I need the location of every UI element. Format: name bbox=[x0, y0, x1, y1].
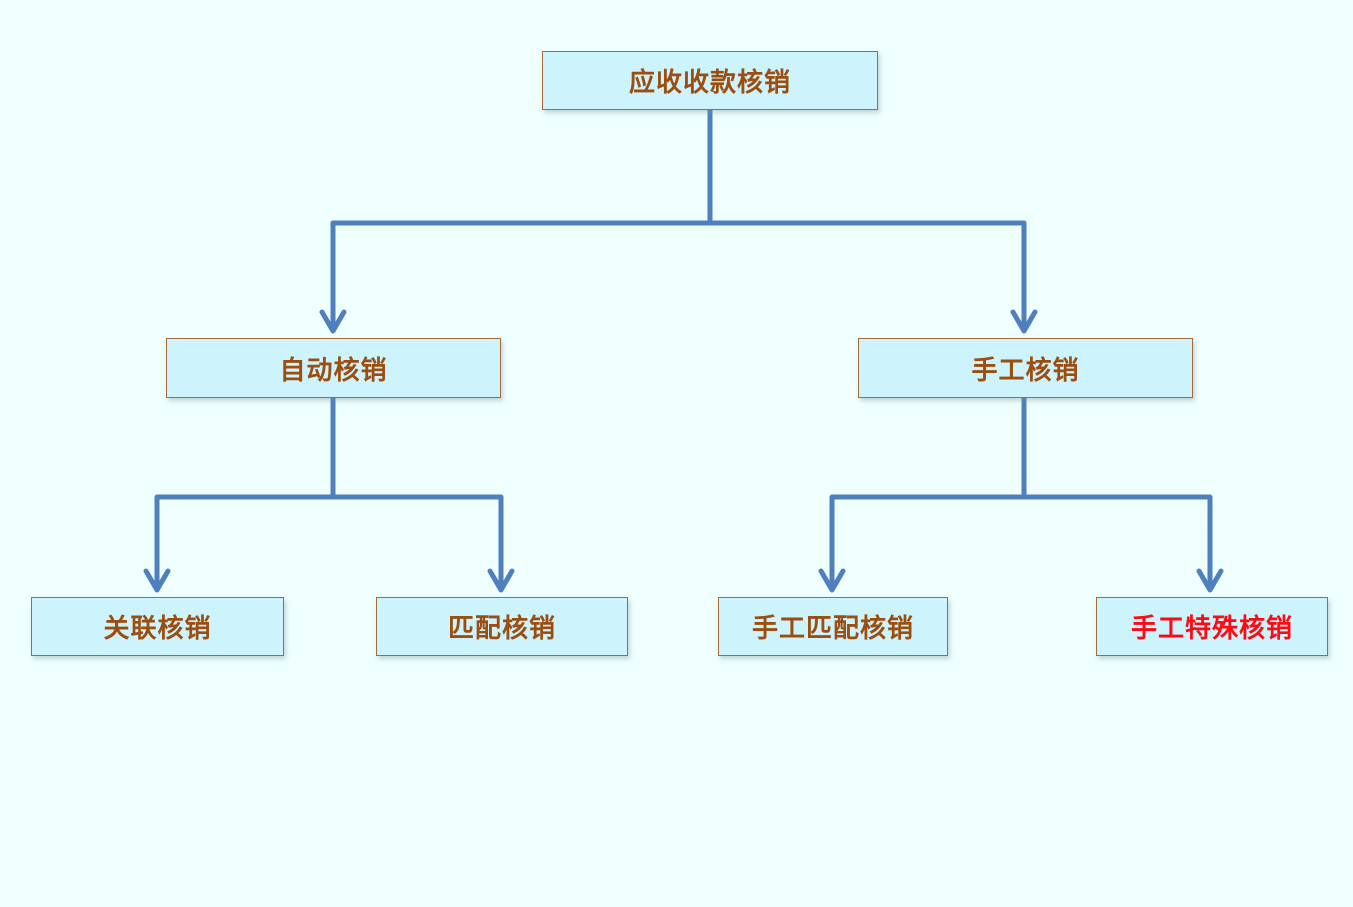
connector-root-to-auto bbox=[330, 220, 713, 333]
node-matched-writeoff: 匹配核销 bbox=[376, 597, 628, 656]
node-auto-writeoff-label: 自动核销 bbox=[279, 355, 388, 386]
connector-root-to-manual bbox=[707, 220, 1027, 333]
node-manual-writeoff-label: 手工核销 bbox=[971, 355, 1080, 386]
node-receivable-writeoff: 应收收款核销 bbox=[542, 51, 878, 110]
node-matched-writeoff-label: 匹配核销 bbox=[447, 614, 556, 644]
node-linked-writeoff: 关联核销 bbox=[31, 597, 284, 656]
arrowhead-manual-special bbox=[1196, 568, 1224, 593]
node-receivable-writeoff-label: 应收收款核销 bbox=[628, 68, 791, 98]
node-manual-writeoff: 手工核销 bbox=[858, 338, 1193, 398]
node-manual-special-writeoff-label: 手工特殊核销 bbox=[1130, 614, 1293, 644]
node-manual-match-writeoff-label: 手工匹配核销 bbox=[751, 614, 914, 644]
arrowhead-manual bbox=[1010, 309, 1038, 334]
node-manual-special-writeoff: 手工特殊核销 bbox=[1096, 597, 1328, 656]
arrowhead-link bbox=[143, 568, 171, 593]
connector-manual-to-manual-match bbox=[829, 494, 1027, 592]
connector-auto-to-match bbox=[330, 494, 504, 592]
connector-auto-to-link bbox=[154, 494, 336, 592]
node-linked-writeoff-label: 关联核销 bbox=[103, 614, 212, 644]
connector-manual-to-manual-special bbox=[1021, 494, 1213, 592]
arrowhead-auto bbox=[319, 309, 347, 334]
arrowhead-match bbox=[487, 568, 515, 593]
node-auto-writeoff: 自动核销 bbox=[166, 338, 501, 398]
arrowhead-manual-match bbox=[818, 568, 846, 593]
node-manual-match-writeoff: 手工匹配核销 bbox=[718, 597, 948, 656]
